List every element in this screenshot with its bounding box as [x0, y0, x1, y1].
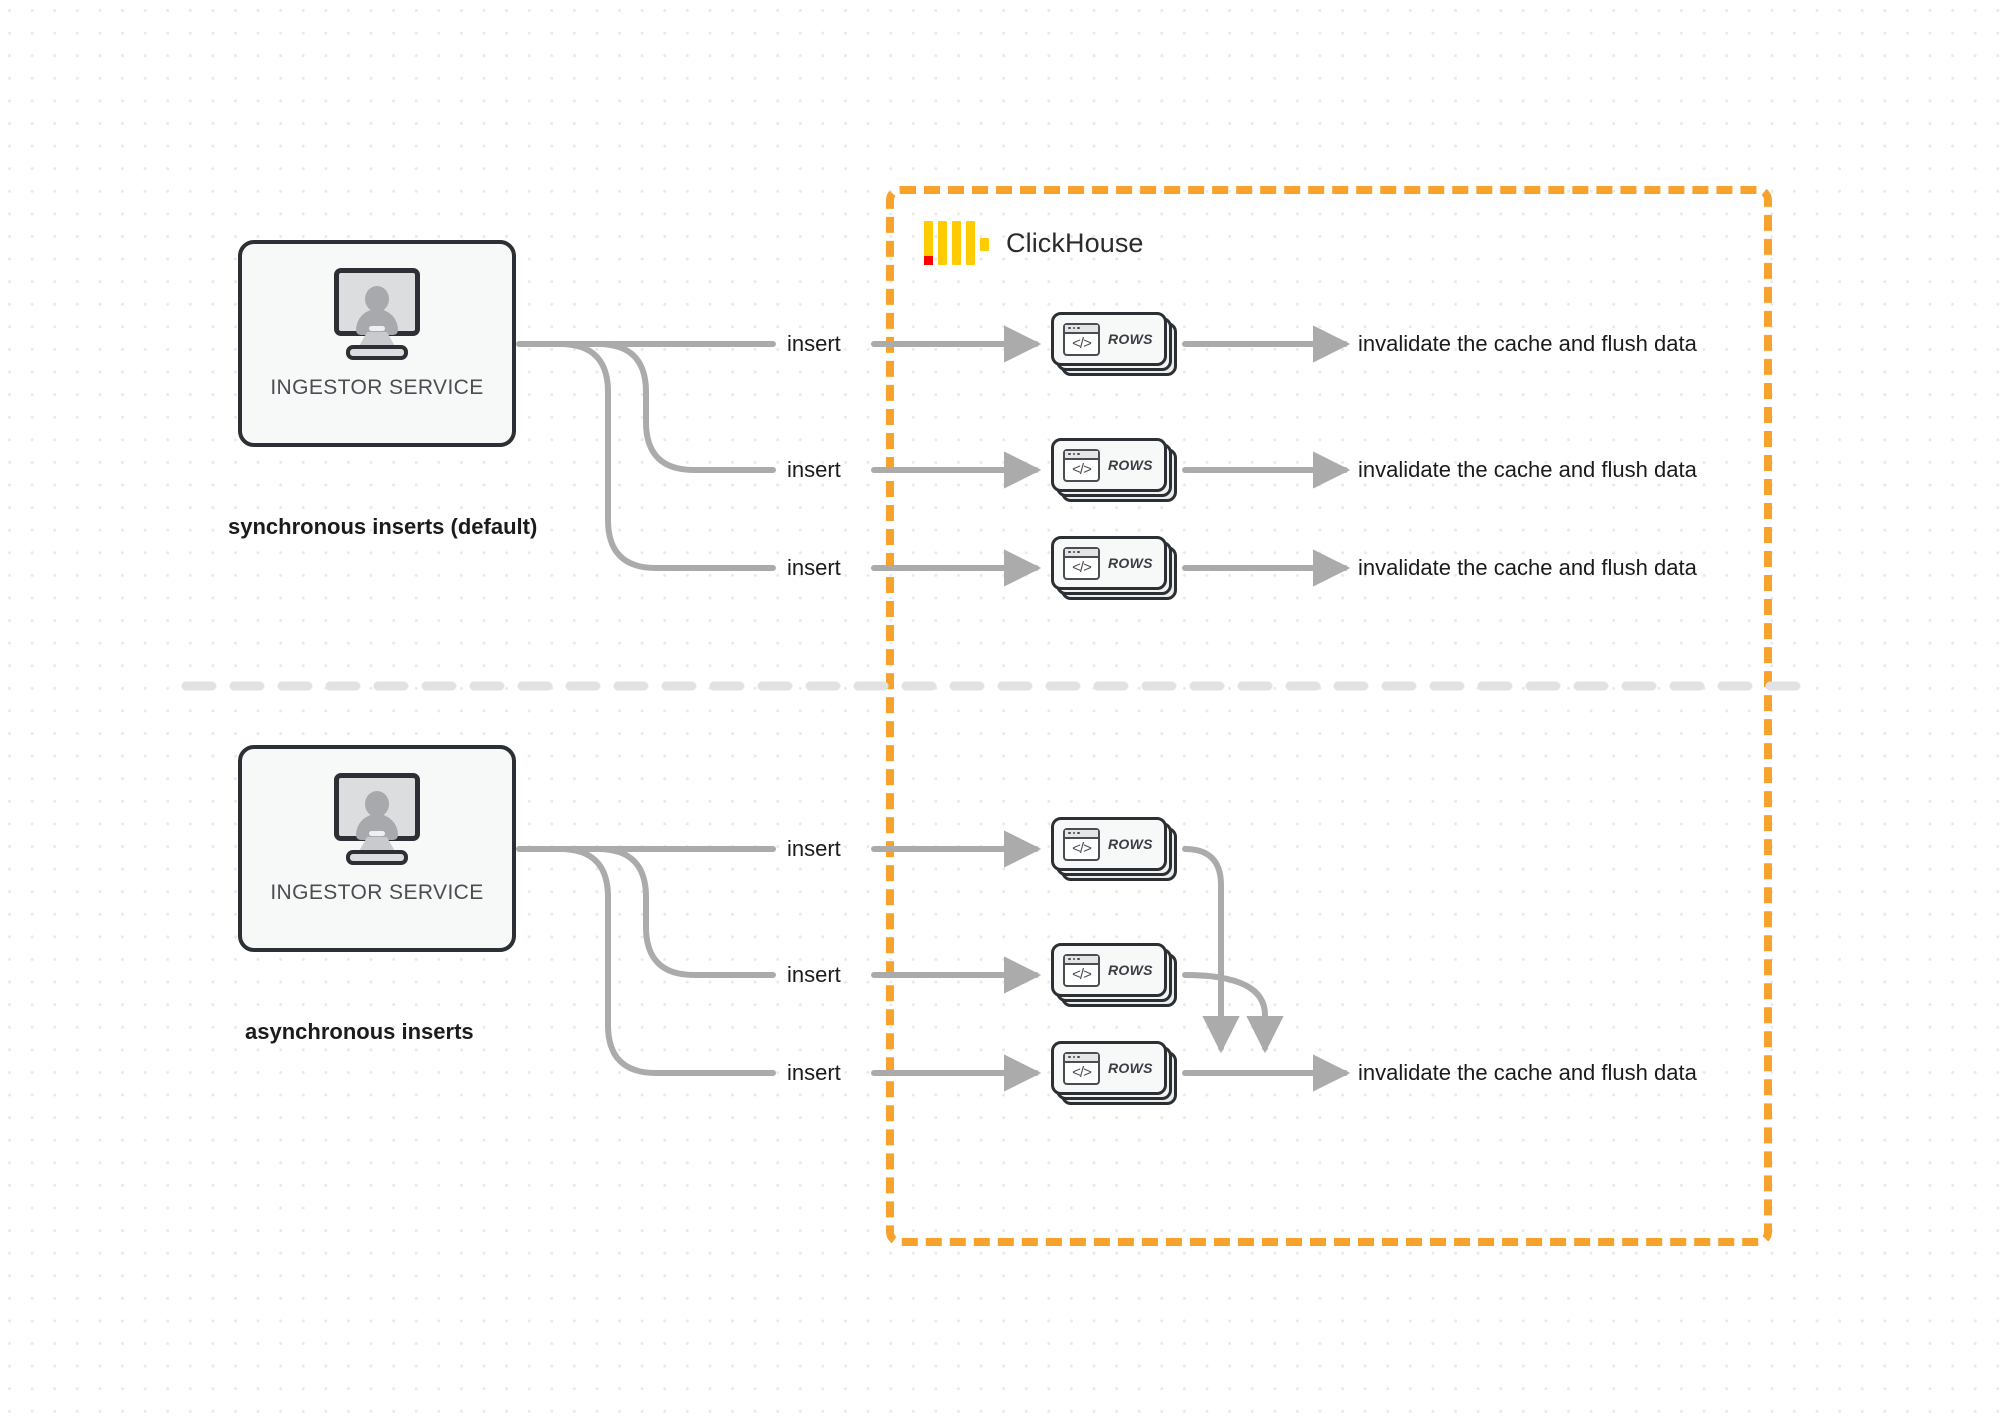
monitor-user-icon [328, 268, 426, 360]
rows-card-sync-2[interactable]: </> ROWS [1051, 438, 1177, 502]
clickhouse-brand-name: ClickHouse [1006, 227, 1144, 258]
monitor-user-icon [328, 773, 426, 865]
flush-label-sync-1: invalidate the cache and flush data [1358, 331, 1697, 356]
clickhouse-boundary [886, 186, 1772, 1246]
rows-card-sync-3[interactable]: </> ROWS [1051, 536, 1177, 600]
flush-label-sync-3: invalidate the cache and flush data [1358, 555, 1697, 580]
rows-card-label: ROWS [1108, 1060, 1153, 1076]
caption-synchronous: synchronous inserts (default) [228, 514, 538, 539]
rows-card-async-2[interactable]: </> ROWS [1051, 943, 1177, 1007]
ingestor-service-label: INGESTOR SERVICE [270, 881, 484, 904]
code-window-icon: </> [1063, 322, 1100, 356]
insert-label-async-1: insert [787, 836, 841, 861]
ingestor-service-sync[interactable]: INGESTOR SERVICE [238, 240, 516, 447]
rows-card-async-3[interactable]: </> ROWS [1051, 1041, 1177, 1105]
insert-label-async-2: insert [787, 962, 841, 987]
rows-card-label: ROWS [1108, 457, 1153, 473]
code-window-icon: </> [1063, 546, 1100, 580]
caption-asynchronous: asynchronous inserts [245, 1019, 474, 1044]
flush-label-async-merged: invalidate the cache and flush data [1358, 1060, 1697, 1085]
ingestor-service-async[interactable]: INGESTOR SERVICE [238, 745, 516, 952]
wire-async-branch-2 [595, 846, 776, 978]
insert-label-sync-3: insert [787, 555, 841, 580]
rows-card-label: ROWS [1108, 836, 1153, 852]
wire-sync-branch-3 [557, 341, 776, 571]
rows-card-label: ROWS [1108, 555, 1153, 571]
code-window-icon: </> [1063, 1051, 1100, 1085]
code-window-icon: </> [1063, 953, 1100, 987]
clickhouse-brand: ClickHouse [924, 221, 1144, 265]
clickhouse-logo-icon [924, 221, 989, 265]
wire-async-branch-3 [557, 846, 776, 1076]
rows-card-sync-1[interactable]: </> ROWS [1051, 312, 1177, 376]
insert-label-sync-1: insert [787, 331, 841, 356]
code-window-icon: </> [1063, 448, 1100, 482]
wire-sync-branch-2 [595, 341, 776, 473]
rows-card-async-1[interactable]: </> ROWS [1051, 817, 1177, 881]
rows-card-label: ROWS [1108, 962, 1153, 978]
insert-label-sync-2: insert [787, 457, 841, 482]
rows-card-label: ROWS [1108, 331, 1153, 347]
ingestor-service-label: INGESTOR SERVICE [270, 376, 484, 399]
code-window-icon: </> [1063, 827, 1100, 861]
insert-label-async-3: insert [787, 1060, 841, 1085]
flush-label-sync-2: invalidate the cache and flush data [1358, 457, 1697, 482]
